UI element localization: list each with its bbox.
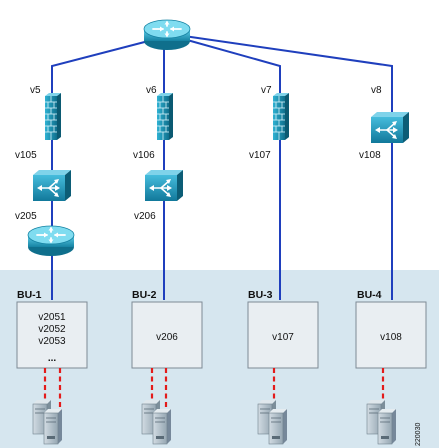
- bu-box: [16, 301, 88, 369]
- vlan-list-item: v2051: [38, 312, 66, 323]
- branch-bu2: v6 v106 v206: [133, 85, 184, 222]
- bu-label: BU-4: [357, 289, 382, 301]
- branch-bu1: v5 v105 v205: [15, 85, 75, 257]
- router-icon: [27, 225, 75, 257]
- figure-id: 220030: [415, 423, 422, 446]
- vlan-list-item: v108: [380, 332, 402, 343]
- bu-label: BU-2: [132, 289, 157, 301]
- vlan-label-mid: v105: [15, 150, 37, 161]
- layer3-switch-icon: [370, 111, 410, 144]
- vlan-list-item: v206: [156, 332, 178, 343]
- firewall-icon: [156, 92, 174, 141]
- uplink-bu1: [51, 37, 161, 300]
- bu-labels: BU-1 BU-2 BU-3 BU-4: [17, 289, 382, 301]
- vlan-label-top: v5: [30, 85, 41, 96]
- uplink-bu3: [179, 37, 281, 300]
- vlan-label-top: v6: [146, 85, 157, 96]
- bu-boxes: [16, 301, 427, 369]
- router-icon: [143, 19, 191, 51]
- vlan-label-mid: v107: [249, 150, 271, 161]
- core-router: [143, 19, 191, 51]
- bu-label: BU-3: [248, 289, 273, 301]
- vlan-label-mid: v106: [133, 150, 155, 161]
- vlan-list-item: v2053: [38, 336, 66, 347]
- uplink-bu4: [183, 35, 393, 300]
- branch-bu4: v8 v108: [359, 85, 410, 161]
- vlan-label-low: v206: [134, 211, 156, 222]
- firewall-icon: [44, 92, 62, 141]
- bu-box: [131, 301, 203, 369]
- bu-box-text: v2051 v2052 v2053 ... v206 v107 v108: [38, 312, 402, 364]
- uplinks: [51, 35, 393, 300]
- branch-bu3: v7 v107: [249, 85, 290, 161]
- layer3-switch-icon: [32, 169, 72, 202]
- vlan-label-top: v8: [371, 85, 382, 96]
- firewall-icon: [272, 92, 290, 141]
- vlan-label-top: v7: [261, 85, 272, 96]
- vlan-list-item: v2052: [38, 324, 66, 335]
- bu-label: BU-1: [17, 289, 42, 301]
- bu-box: [355, 301, 427, 369]
- layer3-switch-icon: [144, 169, 184, 202]
- bu-box: [247, 301, 319, 369]
- server-cables: [43, 368, 385, 411]
- vlan-label-low: v205: [15, 211, 37, 222]
- vlan-list-ellipsis: ...: [48, 353, 57, 364]
- vlan-label-mid: v108: [359, 150, 381, 161]
- vlan-list-item: v107: [272, 332, 294, 343]
